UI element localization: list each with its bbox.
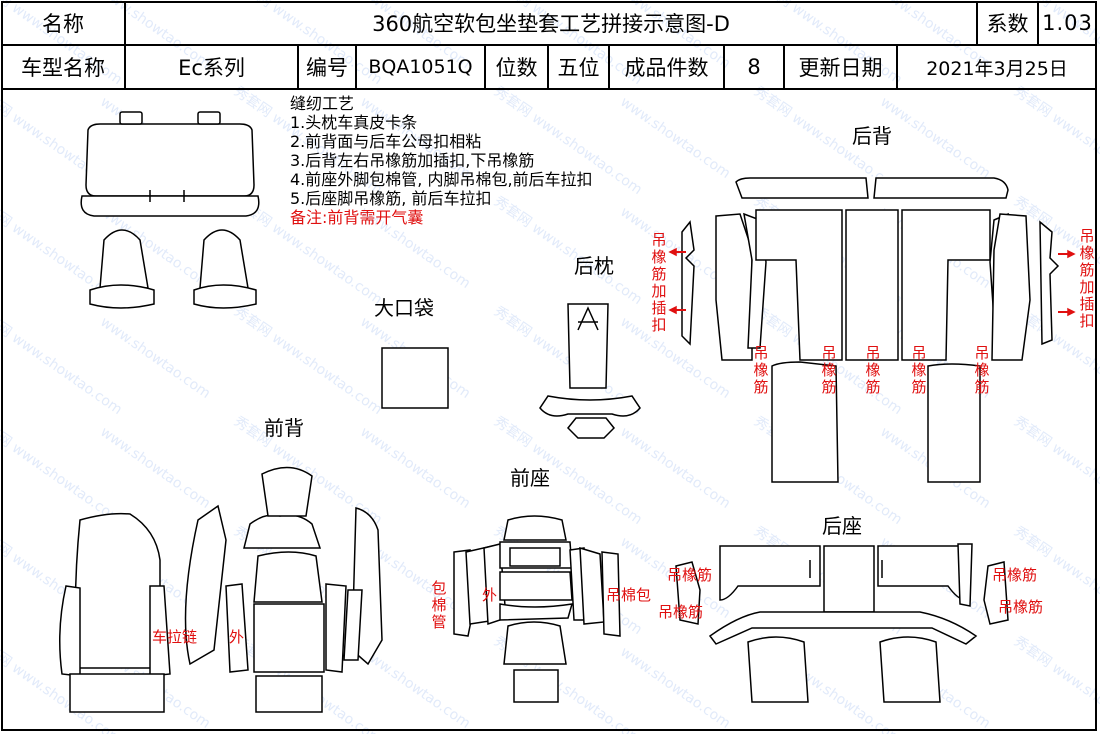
header-col-divider <box>976 1 978 45</box>
assembled-rear-seat-preview <box>80 111 260 217</box>
section-label-front-back: 前背 <box>264 416 304 440</box>
annotation-front-seat-pad: 吊棉包 <box>606 586 652 604</box>
seats-label: 位数 <box>495 56 538 80</box>
header-col-divider <box>783 44 785 88</box>
assembled-front-seat-right-preview <box>193 229 257 309</box>
annotation-rear-elastic: 吊橡筋 <box>753 344 769 396</box>
diagram-title: 360航空软包坐垫套工艺拼接示意图-D <box>372 12 730 36</box>
annotation-rear-elastic: 吊橡筋 <box>865 344 881 396</box>
notes-item: 5.后座脚吊橡筋, 前后车拉扣 <box>290 189 492 208</box>
rear-headrest-pieces <box>539 303 641 439</box>
annotation-rear-seat-right: 吊橡筋 <box>992 566 1038 584</box>
seats-value: 五位 <box>557 56 600 80</box>
header-col-divider <box>297 44 299 88</box>
annotation-rear-seat-right: 吊橡筋 <box>998 598 1044 616</box>
annotation-rear-elastic: 吊橡筋 <box>974 344 990 396</box>
header-row-divider <box>1 44 1097 46</box>
notes-item: 1.头枕车真皮卡条 <box>290 113 418 132</box>
section-label-big-pocket: 大口袋 <box>374 296 434 320</box>
header-col-divider <box>1037 1 1039 45</box>
header-col-divider <box>608 44 610 88</box>
pieces-label: 成品件数 <box>624 56 709 80</box>
model-value: Ec系列 <box>178 56 245 80</box>
big-pocket-piece <box>381 347 449 409</box>
annotation-rear-left-side: 吊橡筋加插扣 <box>651 231 667 334</box>
arrow-markers <box>668 247 1076 317</box>
annotation-front-back-zipper: 车拉链 <box>152 628 198 646</box>
annotation-rear-seat-left: 吊橡筋 <box>658 603 704 621</box>
header-col-divider <box>484 44 486 88</box>
code-label: 编号 <box>306 56 348 80</box>
front-back-pieces <box>59 466 383 713</box>
section-label-rear-back: 后背 <box>852 124 892 148</box>
annotation-front-seat-outer: 外 <box>482 586 498 604</box>
coef-label: 系数 <box>986 12 1029 36</box>
notes-item: 2.前背面与后车公母扣相粘 <box>290 132 482 151</box>
header-col-divider <box>547 44 549 88</box>
notes-item: 4.前座外脚包棉管, 内脚吊棉包,前后车拉扣 <box>290 170 593 189</box>
date-label: 更新日期 <box>798 56 883 80</box>
code-value: BQA1051Q <box>368 56 473 78</box>
coef-value: 1.03 <box>1042 11 1093 35</box>
sewing-notes: 缝纫工艺 1.头枕车真皮卡条 2.前背面与后车公母扣相粘 3.后背左右吊橡筋加插… <box>290 94 593 227</box>
header-col-divider <box>355 44 357 88</box>
assembled-front-seat-left-preview <box>89 229 155 309</box>
notes-item: 3.后背左右吊橡筋加插扣,下吊橡筋 <box>290 151 535 170</box>
annotation-front-seat-tube: 包棉管 <box>431 579 447 631</box>
annotation-rear-seat-left: 吊橡筋 <box>667 566 713 584</box>
rear-back-pieces <box>681 177 1060 483</box>
notes-heading: 缝纫工艺 <box>290 94 355 113</box>
section-label-front-seat: 前座 <box>510 466 550 490</box>
notes-remark: 备注:前背需开气囊 <box>290 208 424 227</box>
annotation-rear-elastic: 吊橡筋 <box>911 344 927 396</box>
header-bottom-border <box>1 88 1097 90</box>
rear-seat-pieces <box>675 543 1009 703</box>
model-label: 车型名称 <box>21 56 105 80</box>
section-label-rear-seat: 后座 <box>822 514 862 538</box>
header-col-divider <box>723 44 725 88</box>
date-value: 2021年3月25日 <box>926 57 1068 80</box>
annotation-rear-elastic: 吊橡筋 <box>821 344 837 396</box>
section-label-rear-headrest: 后枕 <box>574 254 614 278</box>
header-col-divider <box>896 44 898 88</box>
annotation-rear-right-side: 吊橡筋加插扣 <box>1079 227 1095 330</box>
annotation-front-back-outer: 外 <box>229 628 245 646</box>
header-col-divider <box>124 1 126 89</box>
pieces-value: 8 <box>747 55 761 79</box>
front-seat-pieces <box>453 515 621 703</box>
name-label: 名称 <box>42 12 84 36</box>
